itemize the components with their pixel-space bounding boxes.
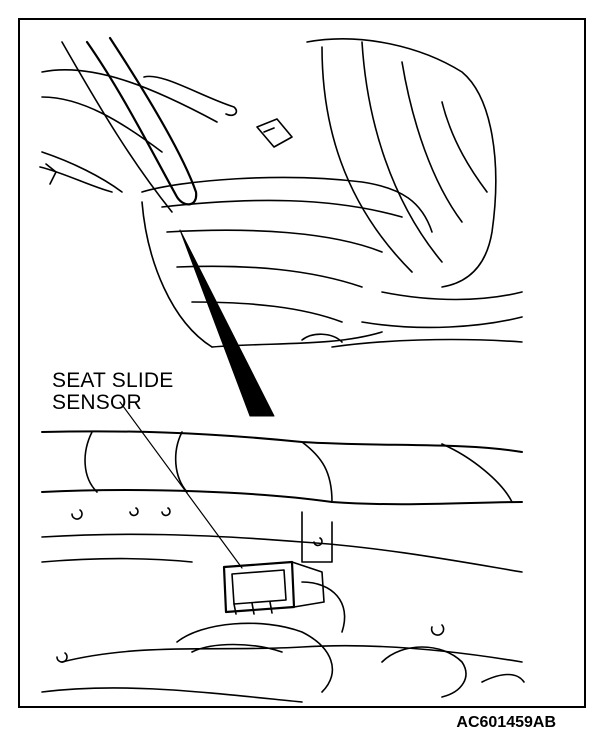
callout-line-1: SEAT SLIDE: [52, 369, 174, 392]
illustration-frame: SEAT SLIDE SENSOR: [18, 18, 586, 708]
upper-seat-view: [39, 36, 523, 348]
detail-pointer: [179, 229, 275, 417]
line-drawing: [39, 36, 525, 703]
seat-slide-sensor-callout: SEAT SLIDE SENSOR: [52, 370, 173, 414]
lower-rail-view: [41, 430, 525, 703]
figure-id-label: AC601459AB: [456, 714, 556, 731]
callout-leader: [119, 401, 243, 569]
callout-line-2: SENSOR: [52, 391, 142, 414]
